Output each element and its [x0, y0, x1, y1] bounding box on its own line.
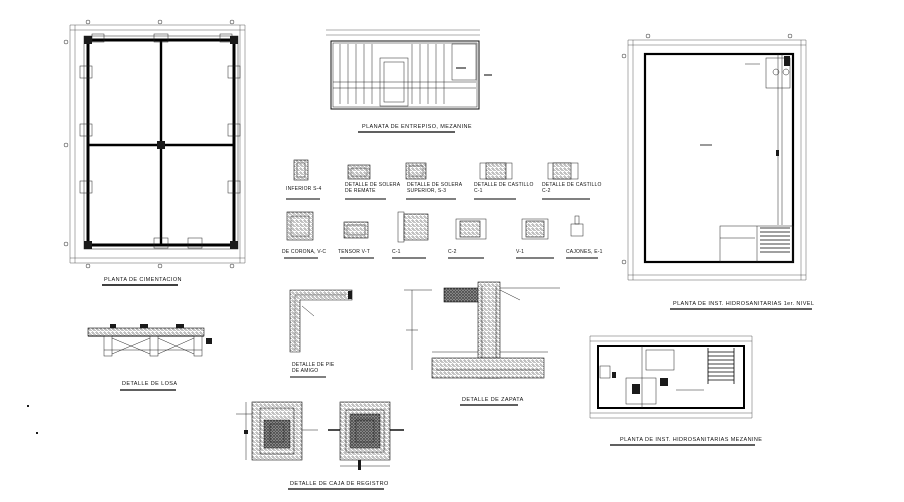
mezzanine-plan-title: PLANATA DE ENTREPISO, MEZANINE — [362, 124, 472, 130]
plumbing-plan-1st-level-title: PLANTA DE INST. HIDROSANITARIAS 1er. NIV… — [673, 301, 814, 307]
detail-castillo-c1: DETALLE DE CASTILLO C-1 — [474, 162, 534, 200]
details-row-1: INFERIOR S-4 DETALLE DE SOLERA DE REMATE… — [286, 159, 602, 200]
detail-v1: V-1 — [516, 218, 554, 259]
detail-solera-remate-line2: DE REMATE — [345, 188, 376, 194]
detail-solera-superior-line2: SUPERIOR, S-3 — [407, 188, 446, 194]
registry-box-detail-title: DETALLE DE CAJA DE REGISTRO — [290, 481, 389, 487]
detail-c2-label: C-2 — [448, 249, 457, 255]
foundation-plan: PLANTA DE CIMENTACION — [63, 19, 246, 286]
detail-castillo-c2-line1: DETALLE DE CASTILLO — [542, 182, 602, 188]
detail-tensor-label: TENSOR V-T — [338, 249, 370, 255]
detail-solera-remate-line1: DETALLE DE SOLERA — [345, 182, 401, 188]
detail-solera-remate: DETALLE DE SOLERA DE REMATE — [345, 164, 401, 200]
detail-c1-label: C-1 — [392, 249, 401, 255]
wall-foot-detail-line2: DE AMIGO — [292, 368, 318, 374]
detail-corona: DE CORONA, V-C — [282, 211, 326, 259]
details-row-2: DE CORONA, V-C TENSOR V-T C-1 C-2 V-1 — [282, 211, 603, 259]
wall-foot-detail-line1: DETALLE DE PIE — [292, 362, 335, 368]
detail-corona-label: DE CORONA, V-C — [282, 249, 326, 255]
slab-detail-title: DETALLE DE LOSA — [122, 381, 177, 387]
detail-castillo-c1-line2: C-1 — [474, 188, 483, 194]
sheet-mark — [27, 405, 29, 407]
plumbing-plan-mezzanine: PLANTA DE INST. HIDROSANITARIAS MEZANINE — [589, 335, 762, 446]
sheet-mark — [36, 432, 38, 434]
detail-inferior-line1: INFERIOR S-4 — [286, 186, 321, 192]
detail-cajones: CAJONES, E-1 — [566, 215, 603, 259]
footing-detail-title: DETALLE DE ZAPATA — [462, 397, 524, 403]
slab-detail: DETALLE DE LOSA — [87, 324, 212, 391]
plumbing-plan-mezzanine-title: PLANTA DE INST. HIDROSANITARIAS MEZANINE — [620, 437, 762, 443]
detail-c2: C-2 — [448, 218, 487, 259]
detail-castillo-c2-line2: C-2 — [542, 188, 551, 194]
mezzanine-plan: PLANATA DE ENTREPISO, MEZANINE — [326, 29, 492, 133]
foundation-plan-title: PLANTA DE CIMENTACION — [104, 277, 182, 283]
detail-solera-superior: DETALLE DE SOLERA SUPERIOR, S-3 — [405, 162, 463, 200]
detail-castillo-c2: DETALLE DE CASTILLO C-2 — [542, 162, 602, 200]
detail-v1-label: V-1 — [516, 249, 524, 255]
detail-castillo-c1-line1: DETALLE DE CASTILLO — [474, 182, 534, 188]
detail-c1: C-1 — [392, 211, 429, 259]
detail-inferior: INFERIOR S-4 — [286, 159, 321, 200]
footing-detail: DETALLE DE ZAPATA — [404, 281, 560, 406]
detail-tensor: TENSOR V-T — [338, 221, 374, 259]
detail-cajones-label: CAJONES, E-1 — [566, 249, 603, 255]
detail-solera-superior-line1: DETALLE DE SOLERA — [407, 182, 463, 188]
wall-foot-detail: DETALLE DE PIE DE AMIGO — [289, 289, 353, 378]
registry-box-detail: DETALLE DE CAJA DE REGISTRO — [236, 401, 404, 490]
plumbing-plan-1st-level: PLANTA DE INST. HIDROSANITARIAS 1er. NIV… — [621, 33, 814, 310]
